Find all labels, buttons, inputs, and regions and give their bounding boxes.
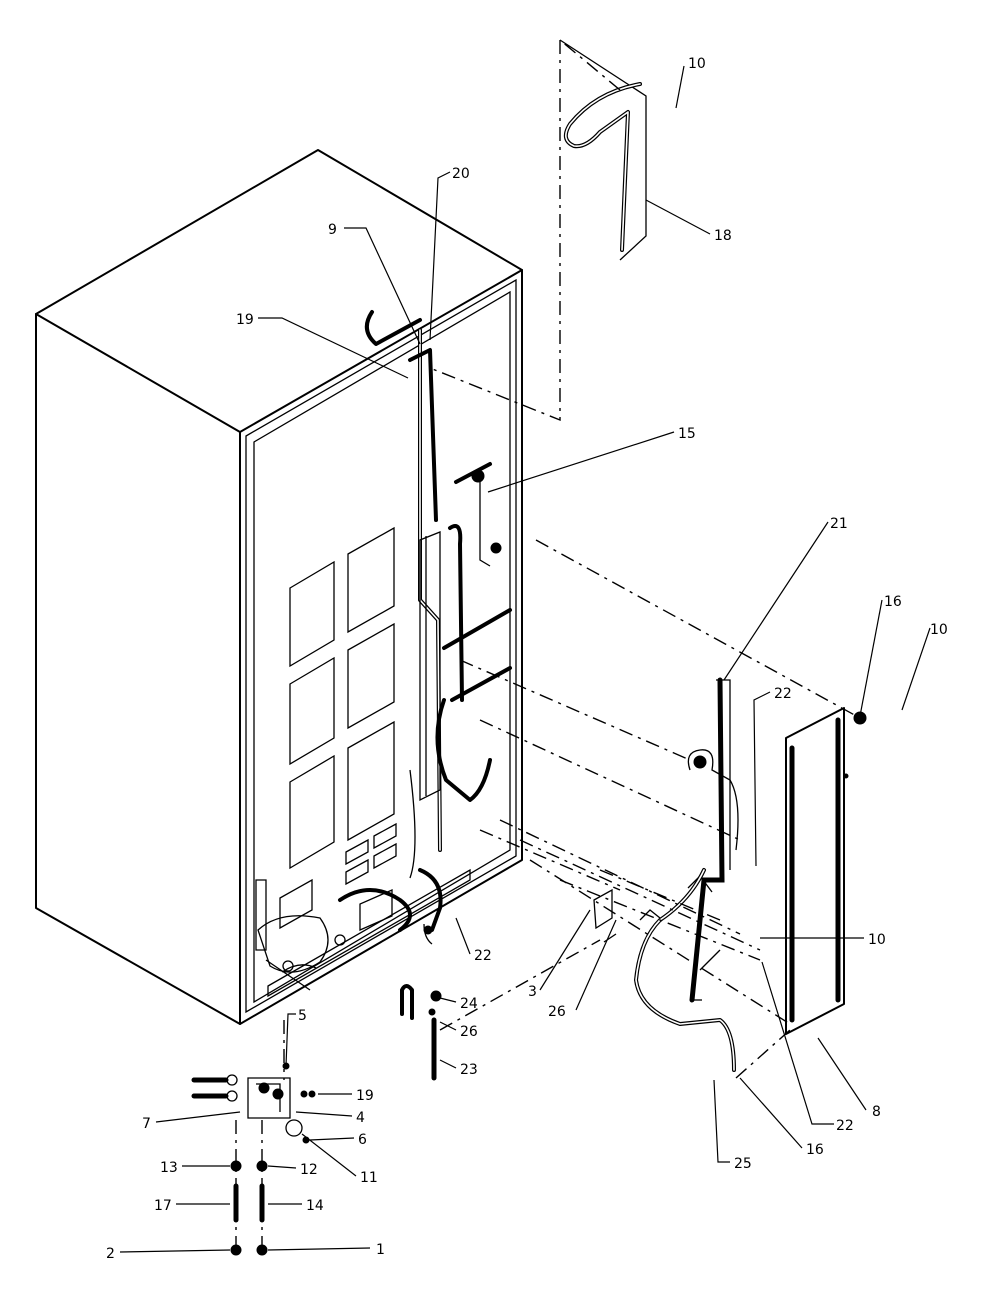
callout-19-top: 19: [236, 312, 254, 328]
callout-16-top: 16: [884, 594, 902, 610]
callout-2: 2: [106, 1246, 115, 1262]
callout-4: 4: [356, 1110, 365, 1126]
callout-11: 11: [360, 1170, 378, 1186]
callout-17: 17: [154, 1198, 172, 1214]
callout-3: 3: [528, 984, 537, 1000]
callout-12: 12: [300, 1162, 318, 1178]
callout-24: 24: [460, 996, 478, 1012]
callout-6: 6: [358, 1132, 367, 1148]
valve-assembly: [191, 1062, 316, 1256]
part-8-side-panel: [785, 707, 867, 1035]
callout-1: 1: [376, 1242, 385, 1258]
drier-tube-loop: [634, 749, 739, 1072]
callout-10-top: 10: [688, 56, 706, 72]
callout-14: 14: [306, 1198, 324, 1214]
rear-panel-embossing: [279, 526, 397, 930]
parts-23-24-26: [400, 888, 617, 1081]
compressor-area: [255, 868, 471, 998]
callout-26-right: 26: [548, 1004, 566, 1020]
callout-16-bottom: 16: [806, 1142, 824, 1158]
alignment-lines: [235, 39, 861, 1250]
callout-22-right: 22: [774, 686, 792, 702]
callout-22-bottom: 22: [474, 948, 492, 964]
callout-26-left: 26: [460, 1024, 478, 1040]
callout-15: 15: [678, 426, 696, 442]
leader-lines: [119, 65, 931, 1253]
callout-23: 23: [460, 1062, 478, 1078]
callout-9: 9: [328, 222, 337, 238]
callout-18: 18: [714, 228, 732, 244]
part-18-tubing-panel: [559, 39, 647, 261]
refrigerator-cabinet: [35, 149, 523, 1025]
callout-21: 21: [830, 516, 848, 532]
rear-tubing: [364, 310, 512, 879]
part-21-tube: [687, 677, 731, 1003]
callout-20: 20: [452, 166, 470, 182]
callout-8: 8: [872, 1104, 881, 1120]
callout-labels: 10 18 20 9 19 15 21 16 10 22 10 22 3 26 …: [106, 56, 948, 1262]
callout-13: 13: [160, 1160, 178, 1176]
callout-5: 5: [298, 1008, 307, 1024]
callout-10-right: 10: [930, 622, 948, 638]
callout-10-mid: 10: [868, 932, 886, 948]
callout-19-bottom: 19: [356, 1088, 374, 1104]
callout-25: 25: [734, 1156, 752, 1172]
callout-22-lower: 22: [836, 1118, 854, 1134]
callout-7: 7: [142, 1116, 151, 1132]
